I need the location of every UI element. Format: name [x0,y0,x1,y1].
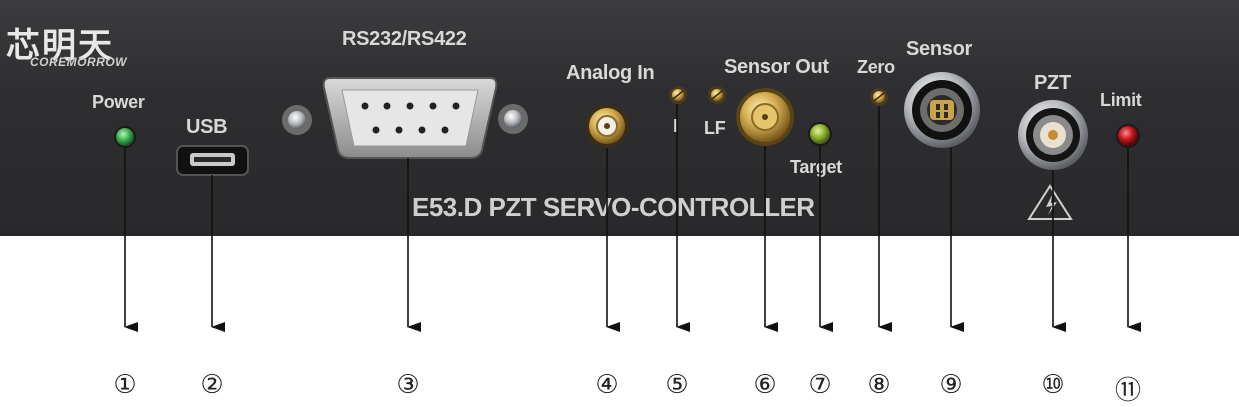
callout-number-1: ① [113,370,137,400]
callout-number-2: ② [200,370,224,400]
callout-number-6: ⑥ [753,370,777,400]
trim-pot-lf[interactable] [708,86,726,104]
label-usb: USB [186,116,228,138]
rs232-port[interactable] [282,77,528,159]
label-rs232: RS232/RS422 [342,28,467,50]
callout-number-11: ⑪ [1114,376,1141,406]
callout-number-8: ⑧ [867,370,891,400]
brand-logo: 芯明天 [6,26,114,66]
callout-number-10: ⑩ [1041,370,1065,400]
model-name: E53.D PZT SERVO-CONTROLLER [412,192,815,222]
power-led [114,126,136,148]
label-limit: Limit [1100,90,1142,110]
label-sensor: Sensor [906,38,973,60]
trim-pot-i[interactable] [669,86,687,104]
pzt-connector[interactable] [1018,100,1088,170]
sensor-connector[interactable] [904,72,980,148]
label-zero: Zero [857,57,895,77]
label-power: Power [92,92,145,112]
label-analog-in: Analog In [566,62,655,84]
callout-number-5: ⑤ [665,370,689,400]
sensor-out-connector[interactable] [736,88,794,146]
label-i: I [673,116,678,136]
callout-number-4: ④ [595,370,619,400]
zero-trim-pot[interactable] [870,88,888,106]
label-target: Target [790,157,842,177]
callout-number-3: ③ [396,370,420,400]
analog-in-connector[interactable] [585,104,629,148]
label-lf: LF [704,118,726,138]
brand-logo-subtitle: COREMORROW [30,55,127,69]
high-voltage-warning-icon [1027,184,1073,220]
limit-led [1116,124,1140,148]
target-led [808,122,832,146]
callout-number-9: ⑨ [939,370,963,400]
usb-port[interactable] [176,145,249,176]
label-pzt: PZT [1034,72,1071,94]
callout-number-7: ⑦ [808,370,832,400]
label-sensor-out: Sensor Out [724,56,829,78]
